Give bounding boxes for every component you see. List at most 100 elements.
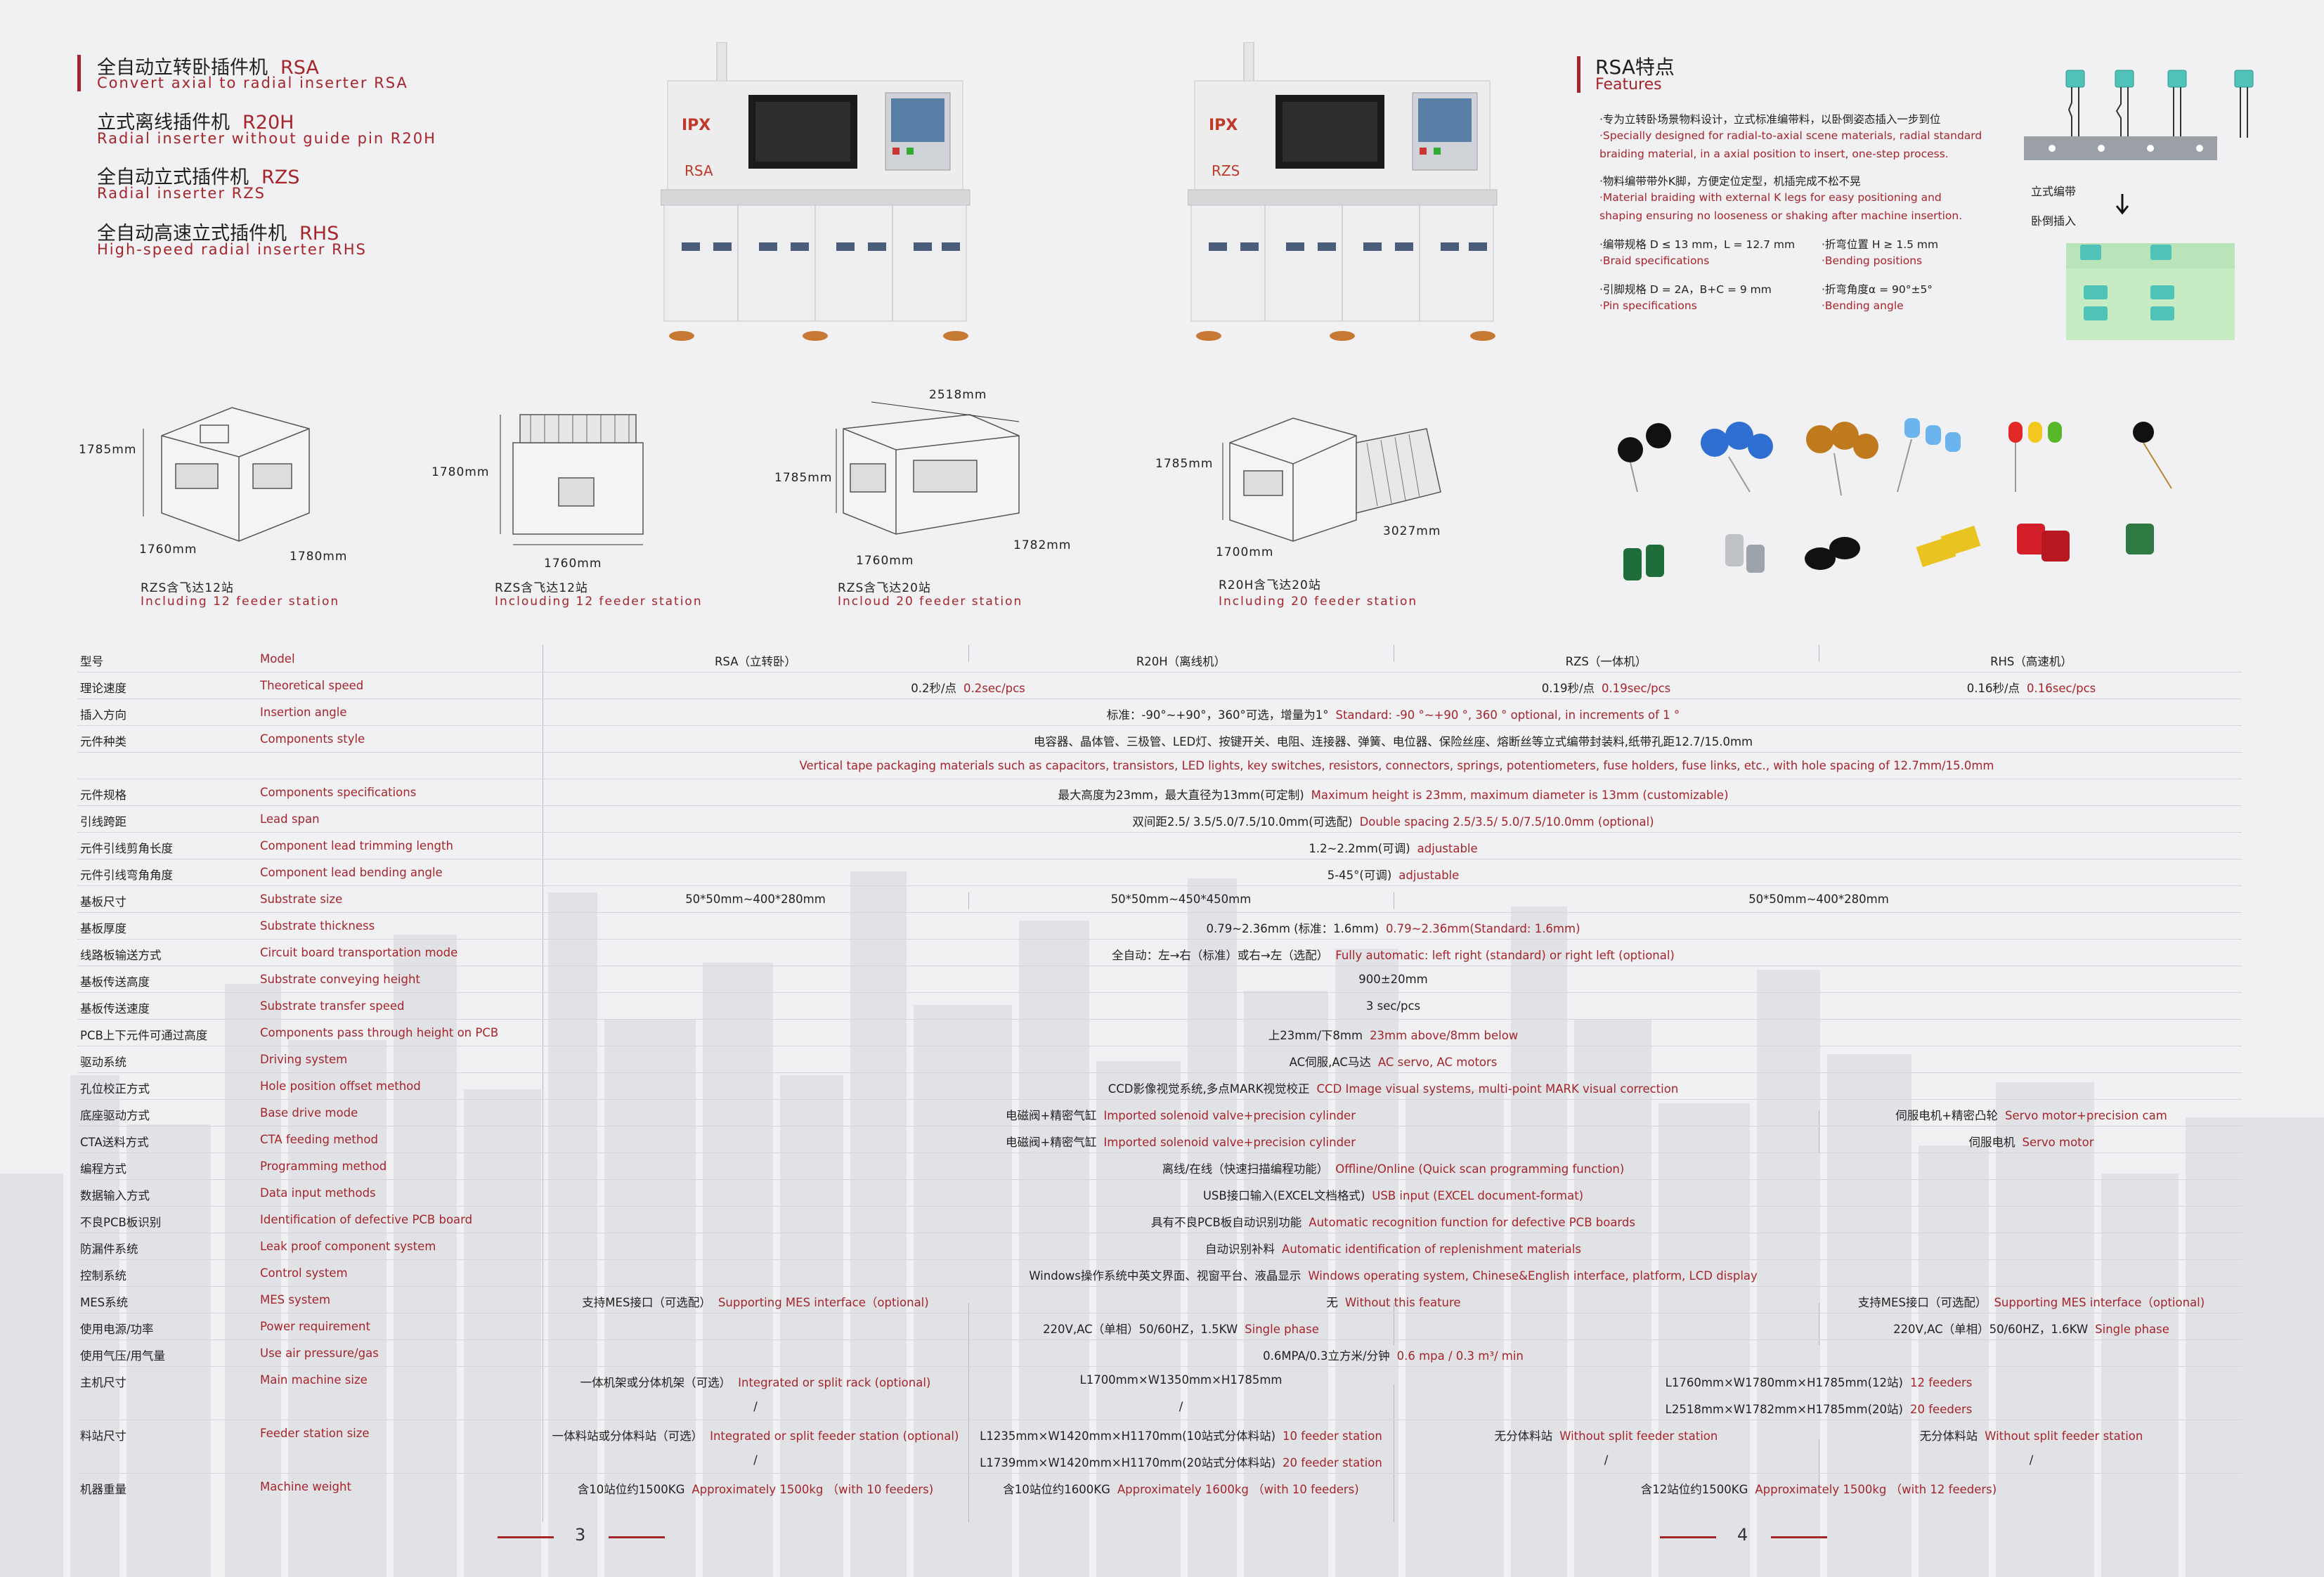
dim1-caption-en: Including 12 feeder station <box>141 595 340 609</box>
feature-1-cn: ·专为立转卧场景物料设计，立式标准编带料，以卧倒姿态插入一步到位 <box>1599 113 1941 126</box>
dim2-height: 1780mm <box>431 465 490 479</box>
dim1-height: 1785mm <box>79 443 137 457</box>
machine-label-rsa: RSA <box>684 162 713 179</box>
feeder-rhs-b: / <box>2029 1453 2034 1467</box>
transistor-icon <box>2133 422 2172 489</box>
inductor-icon <box>1805 537 1860 570</box>
features-title: RSA特点 <box>1595 56 1675 79</box>
machine-image-rsa: IPX RSA <box>661 42 971 341</box>
table-header-r20h: R20H（离线机） <box>1136 655 1226 668</box>
page-right-line-a <box>1660 1536 1716 1538</box>
prog-value: 离线/在线（快速扫描编程功能）Offline/Online (Quick sca… <box>1162 1162 1625 1176</box>
main-rzs-20: L2518mm×W1782mm×H1785mm(20站)20 feeders <box>1665 1403 1973 1416</box>
convh-value: 900±20mm <box>1358 973 1428 986</box>
spec-pin-cn: ·引脚规格 D = 2A，B+C = 9 mm <box>1599 283 1772 296</box>
page-left-line-b <box>609 1536 665 1538</box>
feature-1-en-2: braiding material, in a axial position t… <box>1599 148 1949 160</box>
radial-to-axial-diagram: 立式编带 卧倒插入 <box>2024 70 2254 340</box>
page-number-right: 4 <box>1737 1525 1748 1545</box>
diagram-label-horizontal: 卧倒插入 <box>2031 214 2076 228</box>
feeder-r20h-b: L1739mm×W1420mm×H1170mm(20站式分体料站)20 feed… <box>980 1456 1382 1469</box>
machine-image-rzs: IPX RZS <box>1188 42 1498 341</box>
size-r20h: 50*50mm~450*450mm <box>1110 893 1252 906</box>
dim-drawing-3 <box>836 401 1020 535</box>
feeder-rsa: 一体料站或分体料站（可选）Integrated or split feeder … <box>552 1429 959 1443</box>
dim3-height: 1785mm <box>774 471 833 485</box>
spec-bendangle-en: ·Bending angle <box>1822 299 1904 312</box>
title-accent-bar <box>77 55 81 91</box>
dim-drawing-1 <box>143 407 310 542</box>
feeder-rzs-b: / <box>1604 1453 1609 1467</box>
bend-value: 5-45°(可调)adjustable <box>1327 869 1460 882</box>
red-film-capacitor-icon <box>2017 524 2070 562</box>
table-col-sep-size <box>968 893 969 909</box>
table-row-speed: 理论速度 Theoretical speed <box>77 673 2242 699</box>
table-col-sep-mes1 <box>968 1303 969 1522</box>
components-photo <box>1618 418 2172 580</box>
thick-value: 0.79~2.36mm (标准：1.6mm)0.79~2.36mm(Standa… <box>1206 922 1580 935</box>
dim-drawing-4 <box>1222 417 1441 542</box>
led-icon <box>2008 422 2062 492</box>
dim3-caption-cn: RZS含飞达20站 <box>838 581 931 595</box>
film-capacitor-icon <box>1897 418 1961 493</box>
dim3-caption-en: Incloud 20 feeder station <box>838 595 1023 609</box>
dim1-caption-cn: RZS含飞达12站 <box>141 581 234 595</box>
dim4-caption-cn: R20H含飞达20站 <box>1219 578 1321 592</box>
dim4-caption-en: Including 20 feeder station <box>1219 595 1418 609</box>
ceramic-capacitor-blue-icon <box>1701 422 1773 493</box>
size-rzs-rhs: 50*50mm~400*280mm <box>1748 893 1889 906</box>
table-header-rzs: RZS（一体机） <box>1565 655 1647 668</box>
table-col-sep-1 <box>968 645 969 662</box>
convs-value: 3 sec/pcs <box>1365 999 1421 1013</box>
data-value: USB接口输入(EXCEL文档格式)USB input (EXCEL docum… <box>1202 1189 1584 1202</box>
machine-brand-logo: IPX <box>682 117 710 134</box>
table-row-style-en <box>77 753 2242 779</box>
main-rsa-b: / <box>753 1400 758 1413</box>
spec-braid-en: ·Braid specifications <box>1599 254 1710 267</box>
dim3-depth: 1782mm <box>1013 538 1072 552</box>
product-subtitle-rsa: Convert axial to radial inserter RSA <box>97 74 408 91</box>
dim-drawing-2 <box>500 414 644 545</box>
spec-pin-en: ·Pin specifications <box>1599 299 1697 312</box>
spec-bendpos-cn: ·折弯位置 H ≥ 1.5 mm <box>1822 238 1939 251</box>
dim4-depth: 3027mm <box>1383 524 1441 538</box>
table-row-model: 型号 Model <box>77 647 2242 673</box>
dim4-width: 1700mm <box>1216 545 1274 559</box>
table-header-rsa: RSA（立转卧） <box>714 655 797 668</box>
feature-2-cn: ·物料编带带外K脚，方便定位定型，机插完成不松不晃 <box>1599 175 1861 188</box>
style-value: 电容器、晶体管、三极管、LED灯、按键开关、电阻、连接器、弹簧、电位器、保险丝座… <box>1033 735 1753 748</box>
style-value-en: Vertical tape packaging materials such a… <box>799 759 1994 772</box>
machine-brand-logo: IPX <box>1209 117 1238 134</box>
dim2-caption-cn: RZS含飞达12站 <box>495 581 588 595</box>
feature-2-en: ·Material braiding with external K legs … <box>1599 191 1942 204</box>
